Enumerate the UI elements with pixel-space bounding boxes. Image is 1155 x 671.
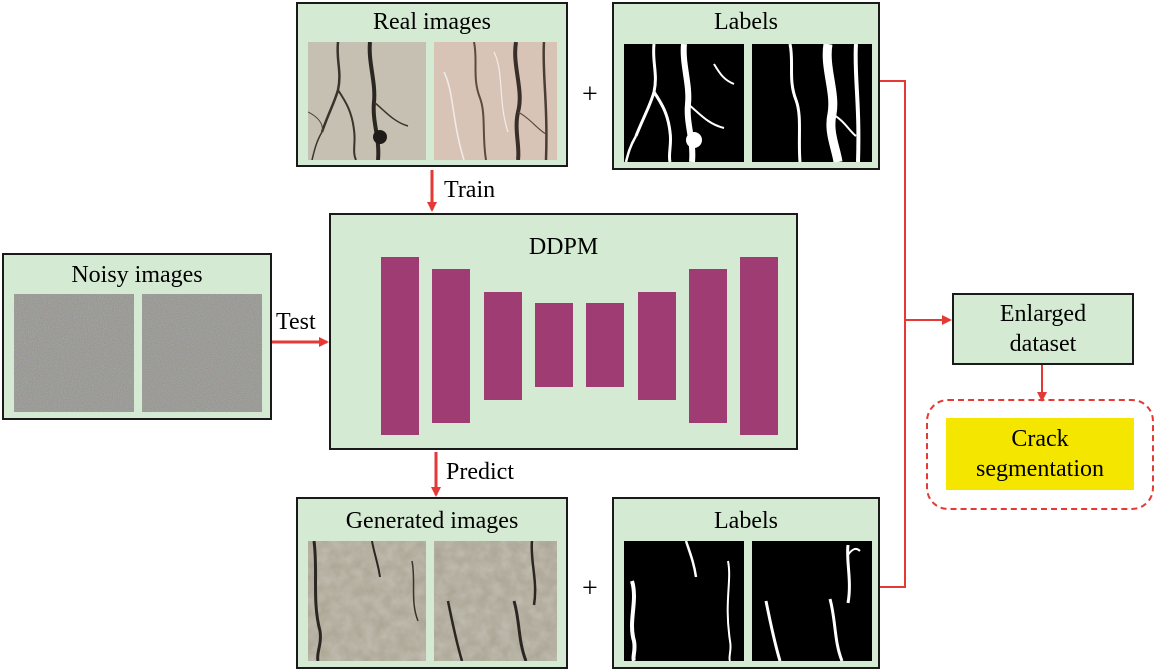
plus-sign-top: +: [582, 79, 598, 110]
crack-segmentation-line2: segmentation: [976, 456, 1104, 482]
labels-bottom-box: Labels: [612, 497, 880, 669]
unet-block-1: [381, 257, 419, 435]
labels-top-title: Labels: [714, 9, 778, 35]
unet-block-6: [638, 292, 676, 400]
generated-crack-image-1: [308, 541, 426, 661]
real-crack-image-2: [434, 42, 557, 160]
real-images-box: Real images: [296, 2, 568, 167]
dataset-connector: [880, 80, 906, 588]
noisy-images-box: Noisy images: [2, 253, 272, 420]
noise-image-2: [142, 294, 262, 412]
unet-block-2: [432, 269, 470, 423]
real-crack-image-1: [308, 42, 426, 160]
unet-block-4: [535, 303, 573, 387]
crack-segmentation-line1: Crack: [1011, 426, 1069, 452]
real-images-title: Real images: [373, 9, 491, 35]
ddpm-box: DDPM: [329, 213, 798, 450]
test-label: Test: [276, 309, 316, 335]
unet-block-3: [484, 292, 522, 400]
enlarged-dataset-line2: dataset: [1009, 331, 1077, 357]
label-mask-bottom-2: [752, 541, 872, 661]
label-mask-top-1: [624, 44, 744, 162]
unet-block-8: [740, 257, 778, 435]
labels-bottom-title: Labels: [714, 508, 778, 534]
crack-segmentation-box: Crack segmentation: [946, 418, 1134, 490]
enlarged-dataset-line1: Enlarged: [999, 301, 1087, 327]
labels-top-box: Labels: [612, 2, 880, 170]
noisy-images-title: Noisy images: [71, 262, 203, 288]
ddpm-title: DDPM: [528, 234, 599, 260]
predict-label: Predict: [446, 459, 514, 485]
unet-block-7: [689, 269, 727, 423]
label-mask-top-2: [752, 44, 872, 162]
noise-image-1: [14, 294, 134, 412]
enlarged-dataset-box: Enlarged dataset: [952, 293, 1134, 365]
generated-crack-image-2: [434, 541, 557, 661]
train-label: Train: [444, 177, 496, 203]
plus-sign-bottom: +: [582, 573, 598, 604]
crack-segmentation-frame: [926, 399, 1154, 510]
label-mask-bottom-1: [624, 541, 744, 661]
generated-images-title: Generated images: [345, 508, 519, 534]
generated-images-box: Generated images: [296, 497, 568, 669]
unet-block-5: [586, 303, 624, 387]
